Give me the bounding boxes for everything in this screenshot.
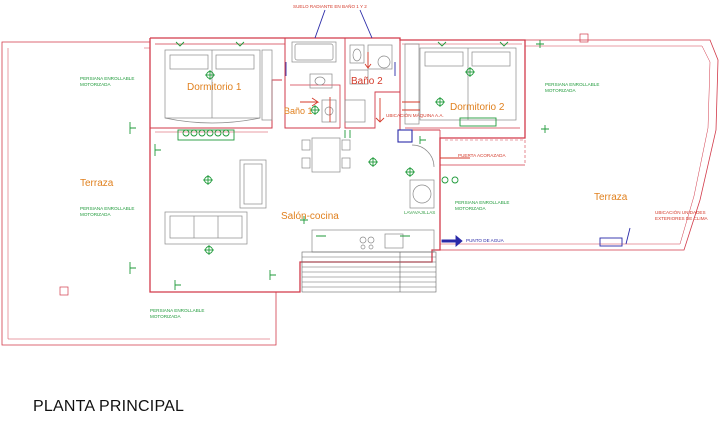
note-persiana-5b: MOTORIZADA <box>455 206 486 211</box>
room-label-bano-1: Baño 1 <box>284 106 313 116</box>
light-fixtures <box>129 40 549 290</box>
note-persiana-3a: PERSIANA ENROLLABLE <box>150 308 204 313</box>
room-label-bano-2: Baño 2 <box>351 76 383 87</box>
note-punto-agua: PUNTO DE AGUA <box>466 238 505 243</box>
plan-title: PLANTA PRINCIPAL <box>33 398 185 415</box>
bed-dormitorio-2 <box>404 43 517 125</box>
terrace-markers <box>59 33 589 296</box>
light-point-icon <box>204 245 214 255</box>
light-point-icon <box>405 167 415 177</box>
blue-annotations <box>285 9 631 247</box>
note-persiana-2b: MOTORIZADA <box>80 212 111 217</box>
red-annotations <box>300 52 470 159</box>
note-persiana-4b: MOTORIZADA <box>545 88 576 93</box>
room-label-dormitorio-1: Dormitorio 1 <box>187 82 242 93</box>
light-point-icon <box>435 97 445 107</box>
annotation-texts: SUELO RADIANTE EN BAÑO 1 Y 2 PERSIANA EN… <box>80 3 709 319</box>
note-persiana-4a: PERSIANA ENROLLABLE <box>545 82 599 87</box>
room-label-terraza-left: Terraza <box>80 178 114 189</box>
room-label-salon-cocina: Salón-cocina <box>281 211 339 222</box>
light-point-icon <box>368 157 378 167</box>
bano-2-fixtures <box>349 44 393 85</box>
terrace-outlines <box>1 39 719 346</box>
note-puerta-acorazada: PUERTA ACORAZADA <box>458 153 507 158</box>
salon-furniture <box>164 129 435 253</box>
note-persiana-1a: PERSIANA ENROLLABLE <box>80 76 134 81</box>
note-persiana-3b: MOTORIZADA <box>150 314 181 319</box>
room-label-dormitorio-2: Dormitorio 2 <box>450 102 505 113</box>
light-point-icon <box>310 105 320 115</box>
stairs <box>301 251 437 293</box>
bano-1-fixtures <box>291 41 366 123</box>
room-labels: Dormitorio 1 Dormitorio 2 Baño 1 Baño 2 … <box>80 76 628 222</box>
note-suelo-radiante: SUELO RADIANTE EN BAÑO 1 Y 2 <box>293 3 367 9</box>
socket-row-icon <box>182 129 230 137</box>
light-point-icon <box>203 175 213 185</box>
note-lavavajillas: LAVAVAJILLAS <box>404 210 435 215</box>
note-persiana-1b: MOTORIZADA <box>80 82 111 87</box>
light-point-icon <box>465 67 475 77</box>
light-point-icon <box>205 70 215 80</box>
note-persiana-2a: PERSIANA ENROLLABLE <box>80 206 134 211</box>
bed-dormitorio-1 <box>164 49 273 124</box>
note-persiana-5a: PERSIANA ENROLLABLE <box>455 200 509 205</box>
room-label-terraza-right: Terraza <box>594 192 628 203</box>
note-ubicacion-unidades-a: UBICACIÓN UNIDADES <box>655 209 706 215</box>
note-ubicacion-maquina: UBICACIÓN MÁQUINA A.A. <box>386 112 444 118</box>
note-ubicacion-unidades-b: EXTERIORES DE CLIMA <box>655 216 709 221</box>
entry-door-dashed <box>445 139 526 165</box>
